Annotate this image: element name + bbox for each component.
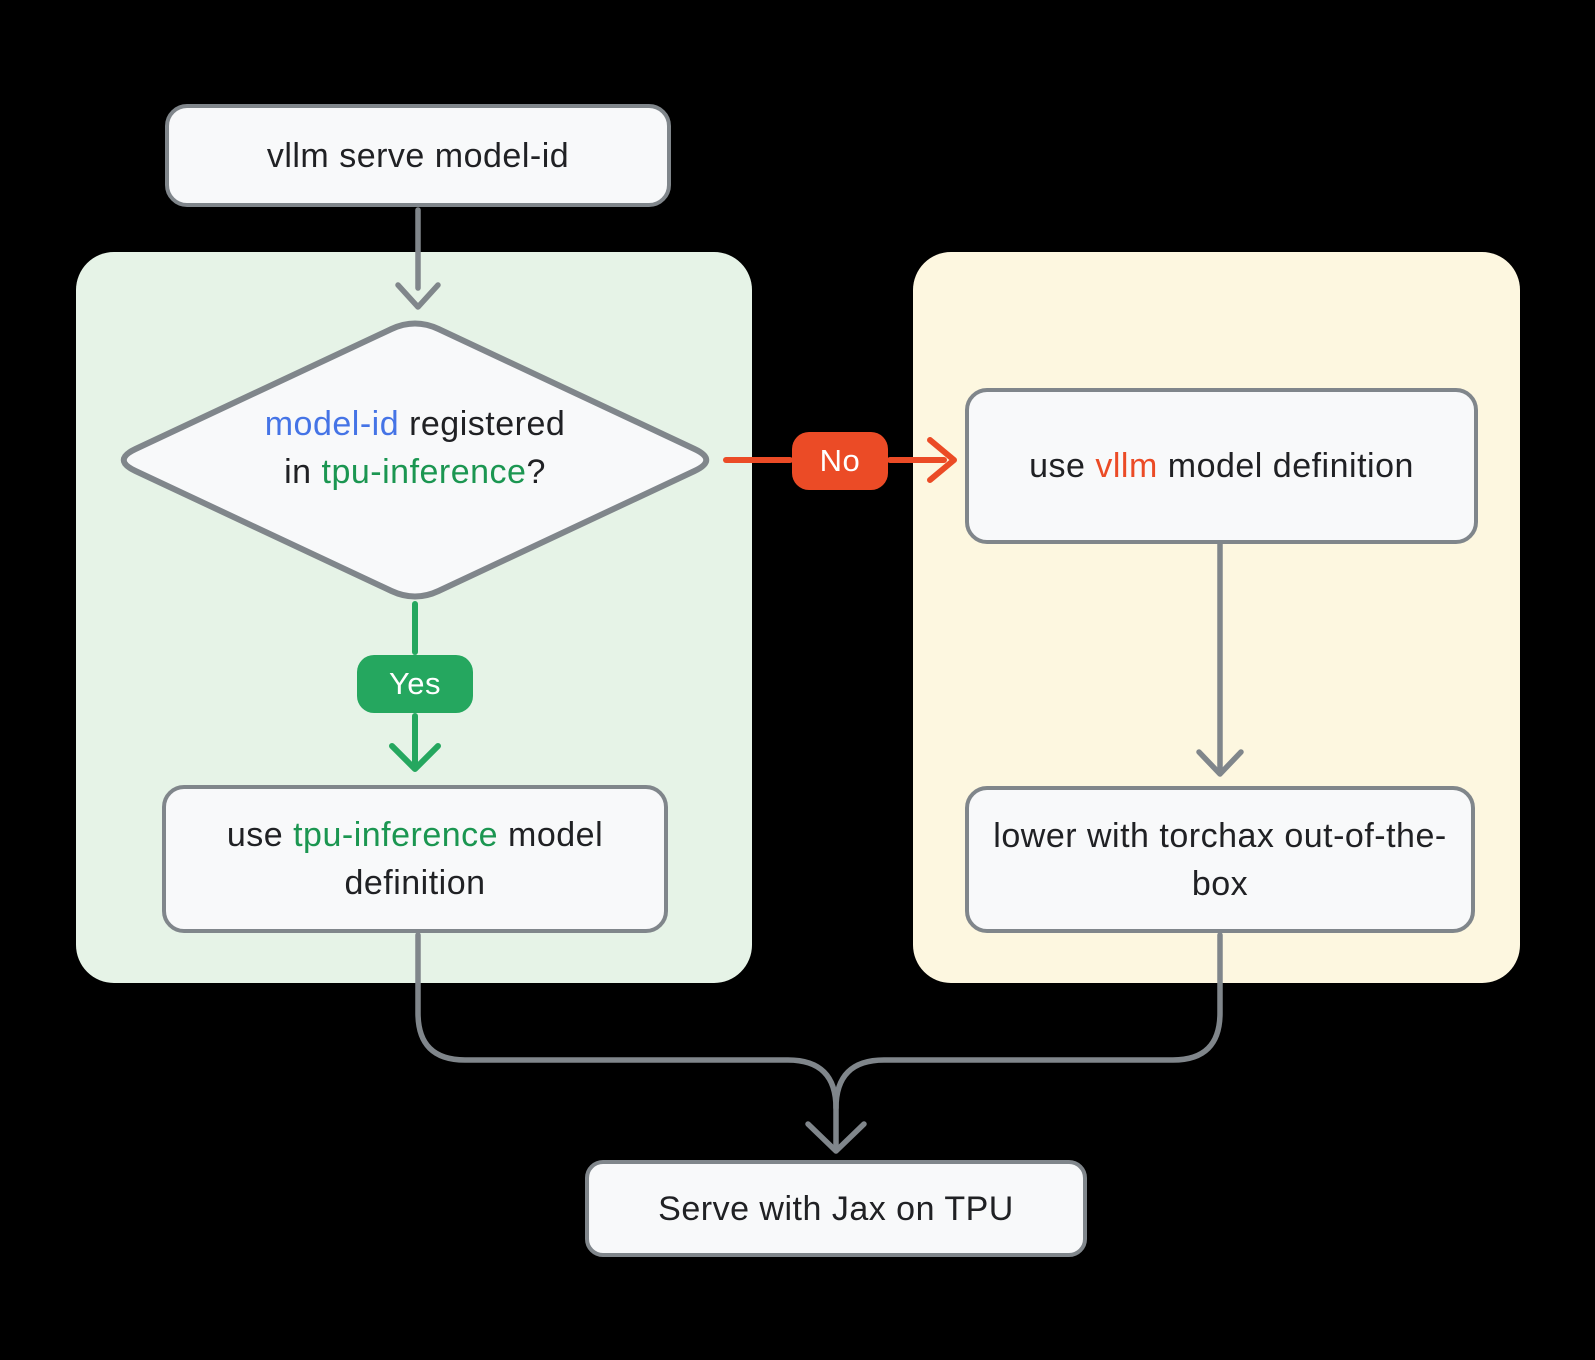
use-vllm-prefix-token: use — [1029, 447, 1096, 485]
no-badge: No — [792, 432, 888, 490]
use-tpu-prefix-token: use — [226, 816, 294, 854]
decision-diamond-shape — [120, 320, 710, 600]
decision-line-1: model-id registered — [265, 400, 566, 448]
edge-merge-left — [415, 932, 839, 1149]
use-vllm-suffix-token: model definition — [1157, 447, 1414, 485]
node-lower-torchax: lower with torchax out-of-the-box — [965, 786, 1475, 933]
arrowhead-no-icon — [927, 437, 957, 483]
node-decision-text: model-id registered in tpu-inference? — [115, 400, 715, 496]
node-use-tpu-inference: use tpu-inference model definition — [162, 785, 668, 933]
arrowhead-merge-icon — [805, 1121, 867, 1154]
node-use-vllm: use vllm model definition — [965, 388, 1478, 544]
decision-model-id-token: model-id — [264, 405, 400, 443]
node-lower-torchax-label: lower with torchax out-of-the-box — [993, 816, 1447, 903]
yes-badge: Yes — [357, 655, 473, 713]
node-serve-label: Serve with Jax on TPU — [658, 1189, 1014, 1228]
no-badge-label: No — [819, 443, 861, 478]
arrowhead-start-to-decision-icon — [395, 282, 441, 310]
node-start-label: vllm serve model-id — [266, 136, 570, 175]
decision-tpu-inference-token: tpu-inference — [321, 453, 527, 491]
node-use-vllm-label: use vllm model definition — [1029, 442, 1414, 490]
node-use-tpu-inference-label: use tpu-inference model definition — [186, 811, 644, 907]
decision-question-token: ? — [526, 453, 546, 491]
decision-line-2: in tpu-inference? — [284, 448, 546, 496]
use-tpu-suffix-token: model definition — [344, 816, 604, 902]
decision-registered-token: registered — [399, 405, 566, 443]
arrowhead-yes-icon — [389, 743, 441, 772]
arrowhead-vllm-to-torchax-icon — [1196, 749, 1244, 777]
use-vllm-token: vllm — [1095, 447, 1158, 485]
node-start: vllm serve model-id — [165, 104, 671, 207]
yes-badge-label: Yes — [388, 666, 442, 701]
use-tpu-inference-token: tpu-inference — [293, 816, 499, 854]
edge-merge-right — [833, 932, 1223, 1111]
decision-in-token: in — [284, 453, 322, 491]
node-serve: Serve with Jax on TPU — [585, 1160, 1087, 1257]
